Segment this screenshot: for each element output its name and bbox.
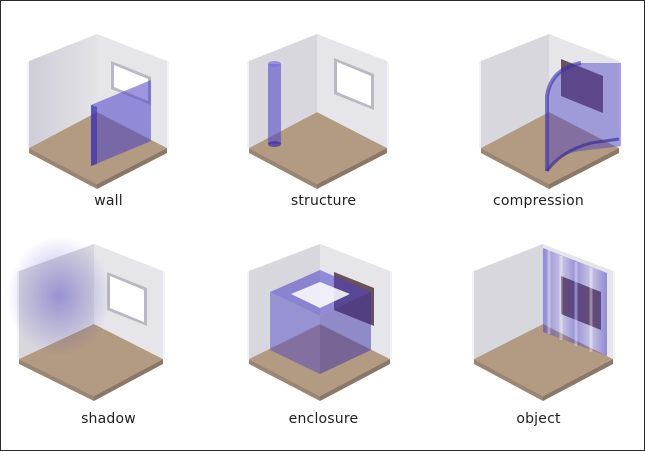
left-wall [249, 34, 317, 148]
inserted-wall [91, 80, 151, 166]
caption-enclosure: enclosure [288, 411, 359, 427]
floor [19, 324, 163, 396]
panel-shadow: shadow [1, 226, 216, 451]
caption-wall: wall [94, 193, 123, 209]
enclosure-right [320, 292, 371, 374]
column [268, 64, 281, 144]
left-wall [481, 34, 549, 148]
curtain [543, 248, 607, 356]
room-illustration-structure [247, 34, 389, 189]
left-wall [249, 244, 320, 359]
room-illustration-enclosure [247, 244, 392, 401]
room-illustration-wall [27, 34, 169, 189]
left-wall [474, 244, 543, 359]
caption-shadow: shadow [81, 411, 136, 427]
floor [249, 112, 387, 184]
enclosure-left [270, 292, 320, 374]
panel-wall: wall [1, 1, 216, 226]
curved-wall [547, 63, 621, 171]
panel-object: object [431, 226, 645, 451]
left-wall [29, 34, 97, 148]
shadow-glow [7, 236, 111, 356]
window [561, 59, 603, 113]
room-illustration-compression [479, 34, 621, 189]
floor [481, 112, 619, 184]
panel-enclosure: enclosure [216, 226, 431, 451]
caption-structure: structure [290, 193, 357, 209]
caption-object: object [516, 411, 561, 427]
room-illustration-shadow [7, 236, 165, 401]
room-illustration-object [472, 244, 615, 401]
caption-compression: compression [493, 193, 584, 209]
panel-structure: structure [216, 1, 431, 226]
panel-compression: compression [431, 1, 645, 226]
